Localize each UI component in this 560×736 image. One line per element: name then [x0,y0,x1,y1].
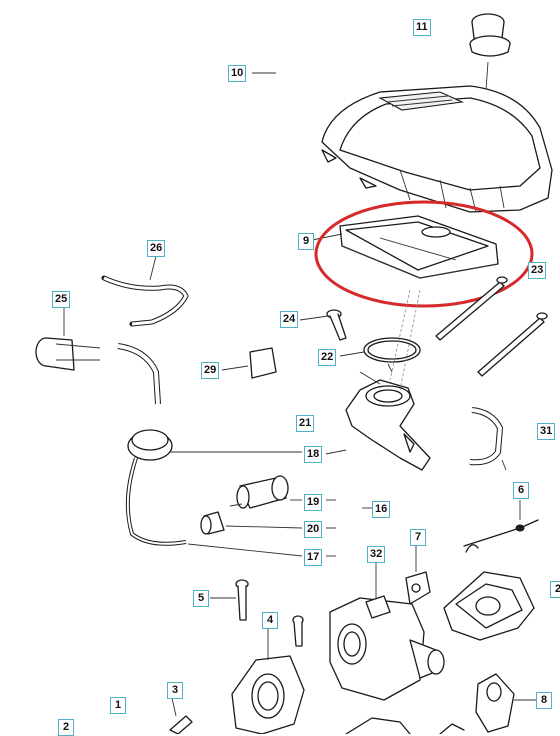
callout-18: 18 [304,446,323,463]
callout-25: 25 [52,291,71,308]
part-32-carburetor [329,562,445,701]
callout-20: 20 [304,521,323,538]
part-29-gasket [221,347,277,379]
callout-8: 8 [536,692,552,709]
part-fuel-line [117,343,303,557]
part-7-bracket [405,546,431,605]
part-9-air-filter [311,215,499,279]
part-5-screw [210,579,249,621]
callout-9: 9 [298,233,314,250]
part-22-o-ring [339,337,421,363]
callout-23: 23 [528,262,547,279]
callout-5: 5 [193,590,209,607]
callout-2-right: 2 [550,581,560,598]
part-bottom-partials [345,717,465,734]
callout-2-left: 2 [58,719,74,736]
part-19-fuel-filter [229,475,302,509]
part-3-screw [169,697,193,734]
callout-26: 26 [147,240,166,257]
part-4-bracket [231,615,305,734]
callout-6: 6 [513,482,529,499]
callout-31: 31 [537,423,556,440]
callout-16: 16 [372,501,391,518]
part-20-weight [200,511,303,535]
callout-24: 24 [280,311,299,328]
part-6-rod [463,500,539,553]
highlight-circle [314,200,534,308]
callout-11: 11 [413,19,431,36]
part-23-bolts [435,276,548,377]
part-26-hose [101,255,189,327]
callout-29: 29 [201,362,220,379]
callout-3: 3 [167,682,183,699]
callout-19: 19 [304,494,323,511]
part-24-screw [299,309,347,341]
part-10-top-cover [252,72,553,213]
part-31-pipe [469,407,507,471]
callout-10: 10 [228,65,247,82]
callout-7: 7 [410,529,426,546]
part-21-intake-adapter [345,363,431,471]
callout-21: 21 [296,415,315,432]
part-8-boot [475,673,536,733]
callout-1: 1 [110,697,126,714]
part-11-cap [469,13,511,91]
callout-32: 32 [367,546,386,563]
callout-22: 22 [318,349,337,366]
callout-17: 17 [304,549,323,566]
part-25-valve [35,306,101,371]
part-2-starter-housing [443,571,535,641]
callout-4: 4 [262,612,278,629]
